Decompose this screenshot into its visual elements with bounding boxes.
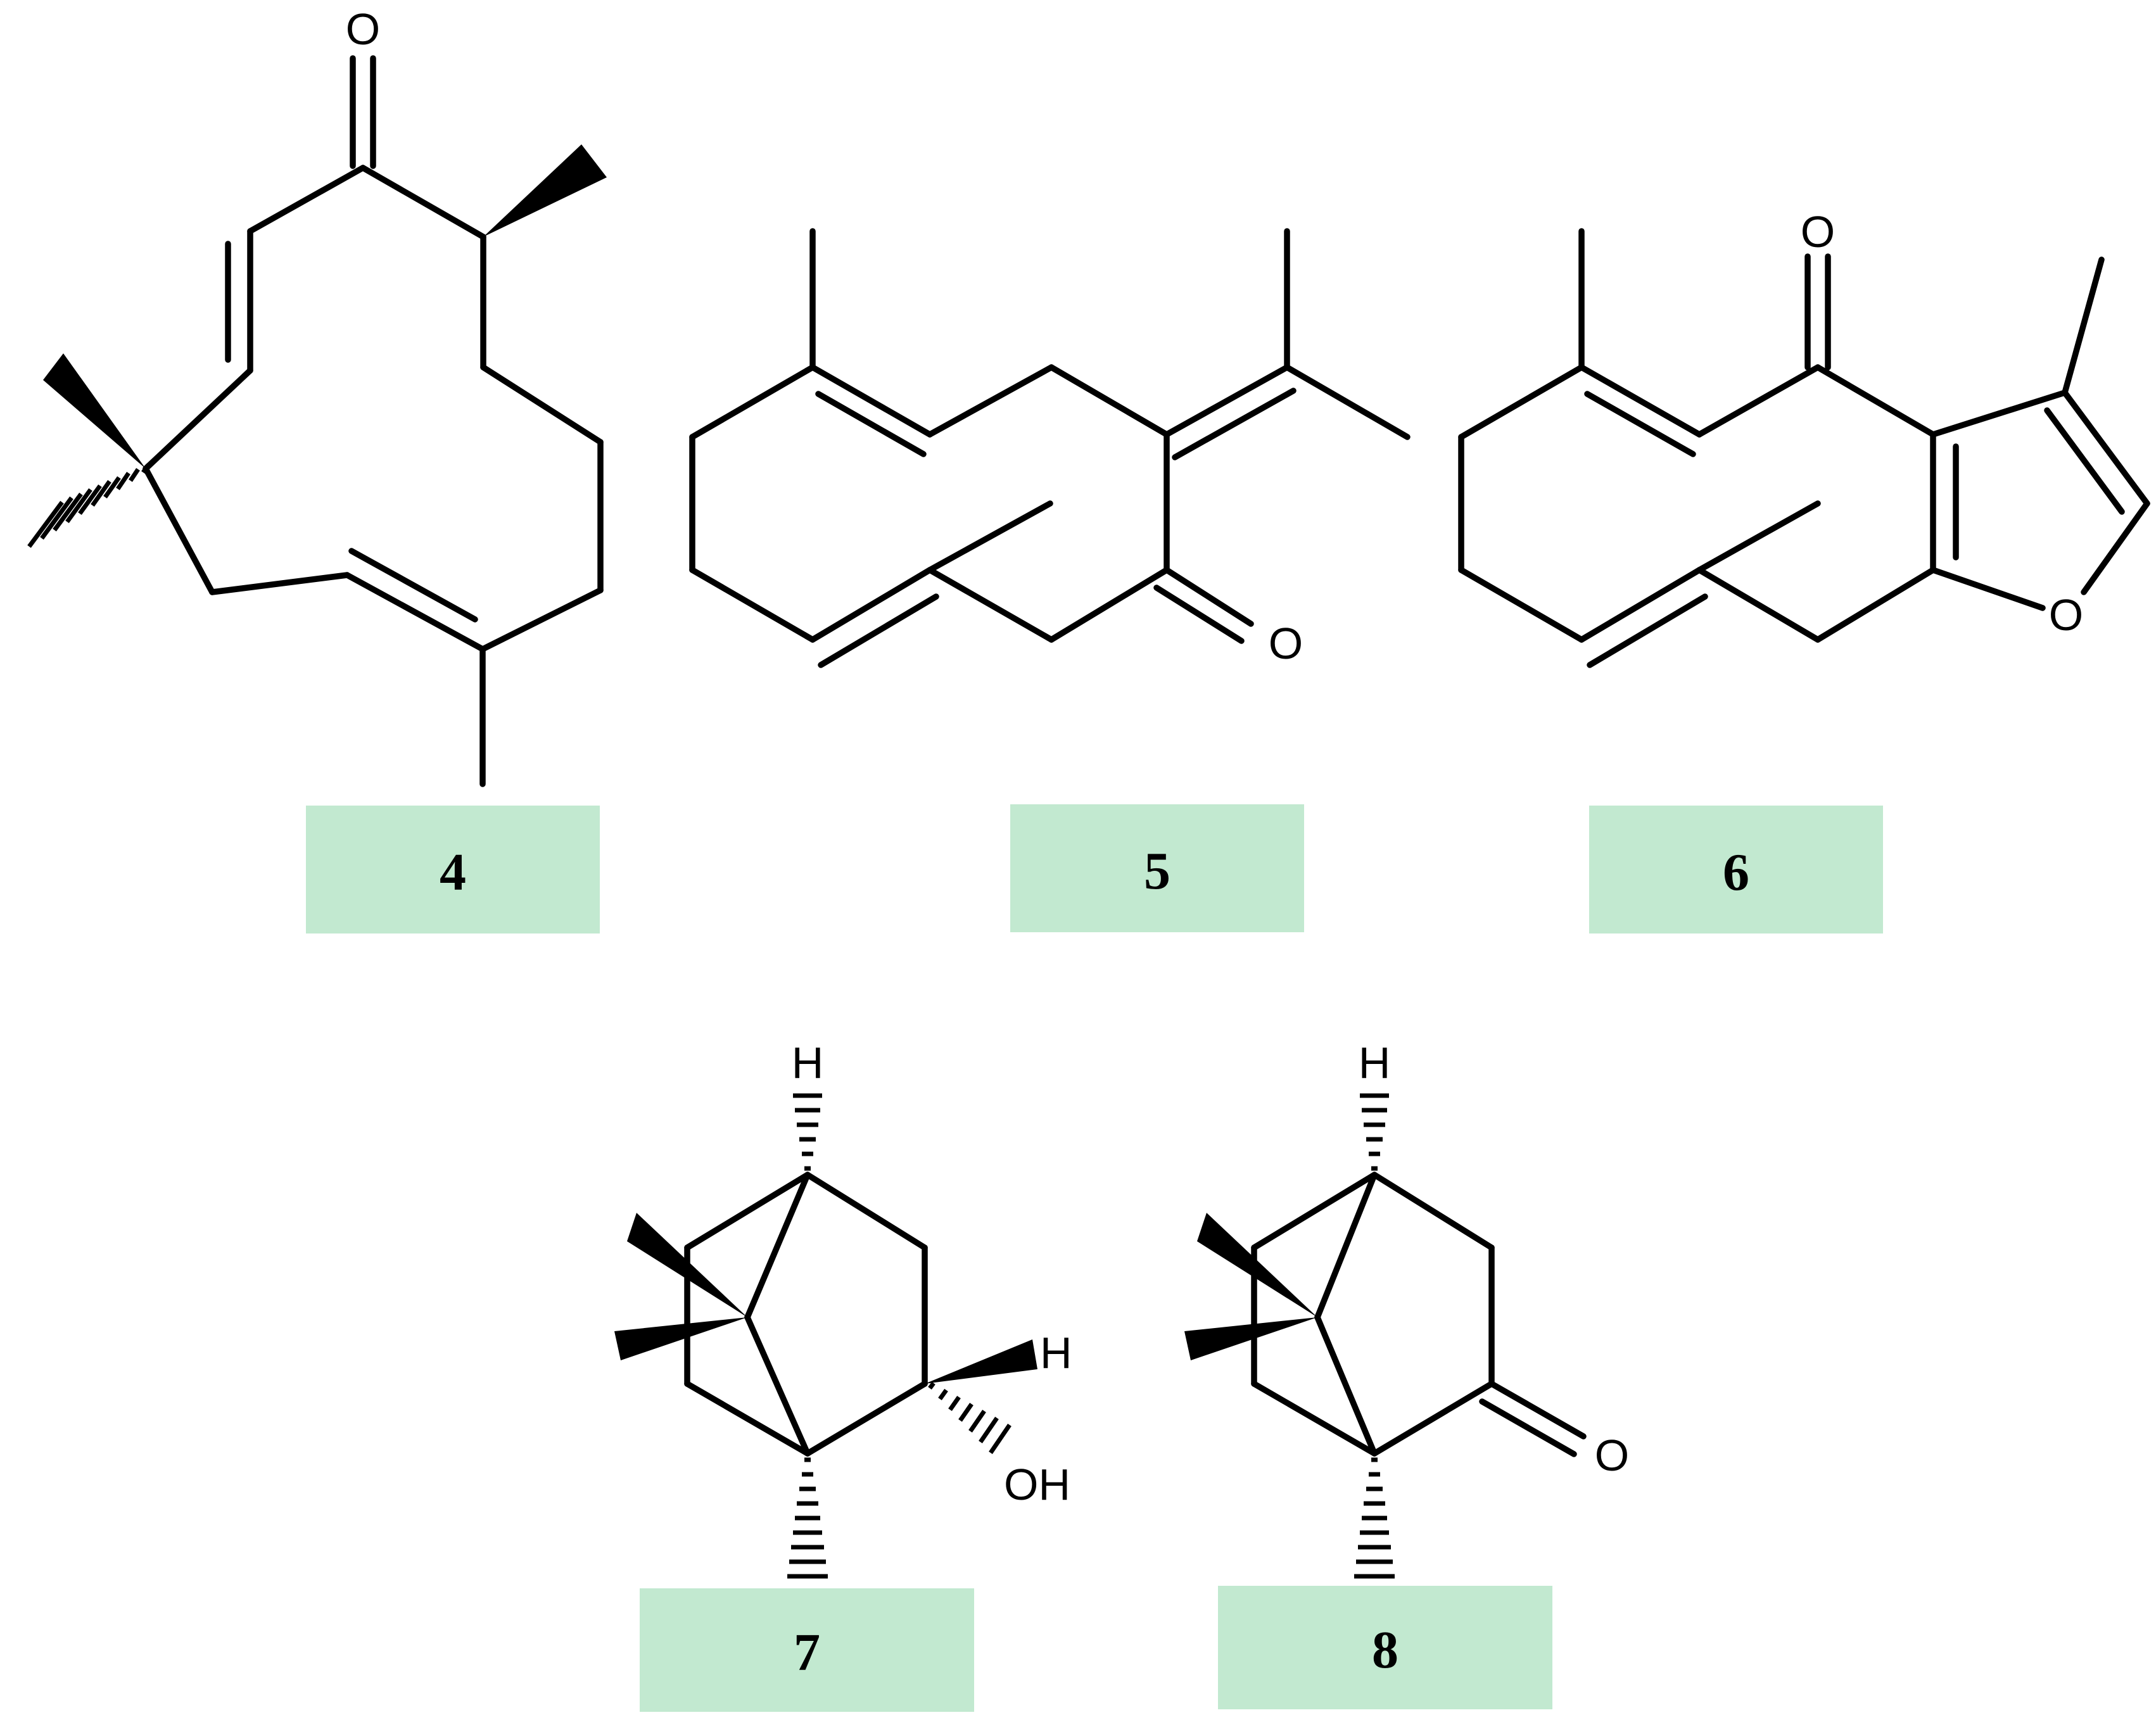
label-box <box>1589 806 1883 933</box>
compound-8-hydrogen-atom: H <box>1359 1038 1391 1087</box>
compound-7-hydroxyl-group: OH <box>1004 1460 1070 1509</box>
compound-4-wedge-bond <box>43 353 146 469</box>
compound-7-h-wedge <box>925 1339 1037 1384</box>
label-box <box>1010 804 1304 932</box>
compound-7-hash-bond-oh <box>928 1381 1011 1454</box>
label-text: 6 <box>1723 843 1749 902</box>
compound-8-structure: H O <box>1184 1038 1629 1593</box>
compound-5-bonds <box>689 228 1411 668</box>
label-text: 7 <box>794 1623 820 1682</box>
compound-4-wedge-bond <box>483 144 607 237</box>
compound-8-methyl-wedge <box>1184 1317 1317 1360</box>
compound-4-hash-bond <box>27 464 150 548</box>
compound-8-hash-bond-top <box>1360 1093 1389 1171</box>
compound-7-label: 7 <box>640 1588 974 1712</box>
compound-7-methyl-wedge <box>614 1317 747 1360</box>
compound-7-hash-bond-bottom <box>785 1457 830 1593</box>
compound-8-oxygen-atom: O <box>1595 1431 1629 1480</box>
label-text: 8 <box>1372 1621 1398 1680</box>
compound-4-label: 4 <box>306 806 600 933</box>
label-box <box>640 1588 974 1712</box>
compound-6-label: 6 <box>1589 806 1883 933</box>
label-text: 4 <box>440 843 466 902</box>
compound-4-bonds <box>143 55 604 787</box>
compound-7-hash-bond-top <box>793 1093 822 1171</box>
compound-8-methyl-wedge <box>1197 1213 1317 1317</box>
compound-7-methyl-wedge <box>627 1213 747 1317</box>
compound-8-hash-bond-bottom <box>1352 1457 1397 1593</box>
compound-7-structure: H H OH <box>614 1038 1072 1593</box>
compound-6-furan-oxygen-atom: O <box>2049 590 2083 640</box>
compound-6-ketone-oxygen-atom: O <box>1801 207 1835 256</box>
label-text: 5 <box>1144 842 1170 901</box>
compound-6-structure: O O <box>1458 207 2150 668</box>
compound-8-bonds <box>1251 1172 1587 1457</box>
label-box <box>306 806 600 933</box>
compound-4-structure: O <box>27 4 607 787</box>
compound-4-oxygen-atom: O <box>346 4 380 54</box>
compound-5-oxygen-atom: O <box>1269 619 1303 668</box>
compound-7-hydrogen-atom-right: H <box>1040 1328 1072 1377</box>
label-box <box>1218 1586 1552 1709</box>
compound-5-structure: O <box>689 228 1411 668</box>
compound-8-label: 8 <box>1218 1586 1552 1709</box>
compound-7-hydrogen-atom-top: H <box>792 1038 824 1087</box>
compound-5-label: 5 <box>1010 804 1304 932</box>
compound-7-bonds <box>684 1172 928 1457</box>
compound-6-bonds <box>1458 228 2150 668</box>
